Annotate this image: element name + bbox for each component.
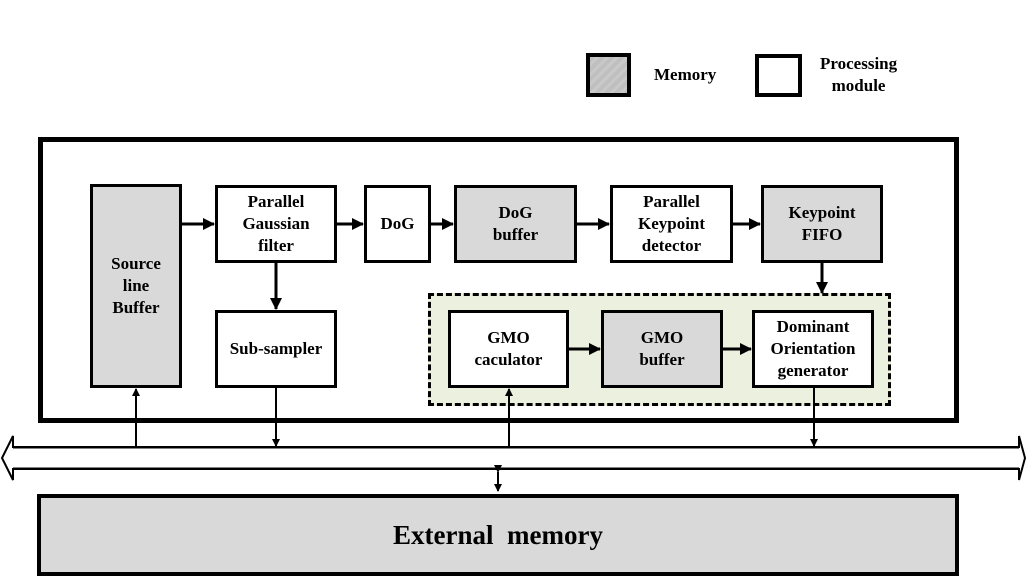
external-memory-label: External memory [393, 520, 603, 550]
dog: DoG [364, 185, 431, 263]
gmo-buffer: GMO buffer [601, 310, 723, 388]
gaussian-text-2: Gaussian [242, 214, 310, 233]
sub-sampler: Sub-sampler [215, 310, 337, 388]
source-line-buffer-text-2: line [122, 276, 150, 295]
dominant-text-3: generator [777, 361, 849, 380]
gaussian-text-1: Parallel [247, 192, 305, 211]
system-bus [0, 435, 1027, 481]
keypoint-detector-text-1: Parallel [643, 192, 700, 211]
gaussian-text-3: filter [258, 236, 294, 255]
external-memory: External memory [37, 494, 959, 576]
legend-memory-swatch [586, 53, 631, 97]
keypoint-detector-text-3: detector [641, 236, 702, 255]
dog-text: DoG [380, 214, 415, 233]
dog-buffer-text-2: buffer [492, 225, 539, 244]
sub-sampler-text: Sub-sampler [229, 339, 323, 358]
source-line-buffer-text-3: Buffer [112, 298, 160, 317]
dominant-text-2: Orientation [770, 339, 856, 358]
legend-processing-line2: module [831, 76, 886, 95]
gmo-calculator: GMO caculator [448, 310, 569, 388]
gmo-buffer-text-2: buffer [639, 350, 685, 369]
dog-buffer: DoG buffer [454, 185, 577, 263]
sift-processor-boundary [38, 137, 959, 423]
keypoint-fifo-text-2: FIFO [801, 225, 843, 244]
source-line-buffer-text-1: Source [111, 254, 161, 273]
dominant-text-1: Dominant [776, 317, 850, 336]
legend-memory-label: Memory [654, 65, 717, 84]
keypoint-detector-text-2: Keypoint [637, 214, 706, 233]
dog-buffer-text-1: DoG [498, 203, 533, 222]
legend-processing-label: Processing module [820, 53, 897, 97]
legend-processing-line1: Processing [820, 54, 898, 73]
keypoint-fifo-text-1: Keypoint [788, 203, 856, 222]
gmo-buffer-text-1: GMO [640, 328, 684, 347]
legend: Memory Processing module [580, 50, 930, 100]
gmo-calculator-text-2: caculator [474, 350, 543, 369]
legend-processing-swatch [755, 54, 802, 97]
gmo-calculator-text-1: GMO [487, 328, 530, 347]
